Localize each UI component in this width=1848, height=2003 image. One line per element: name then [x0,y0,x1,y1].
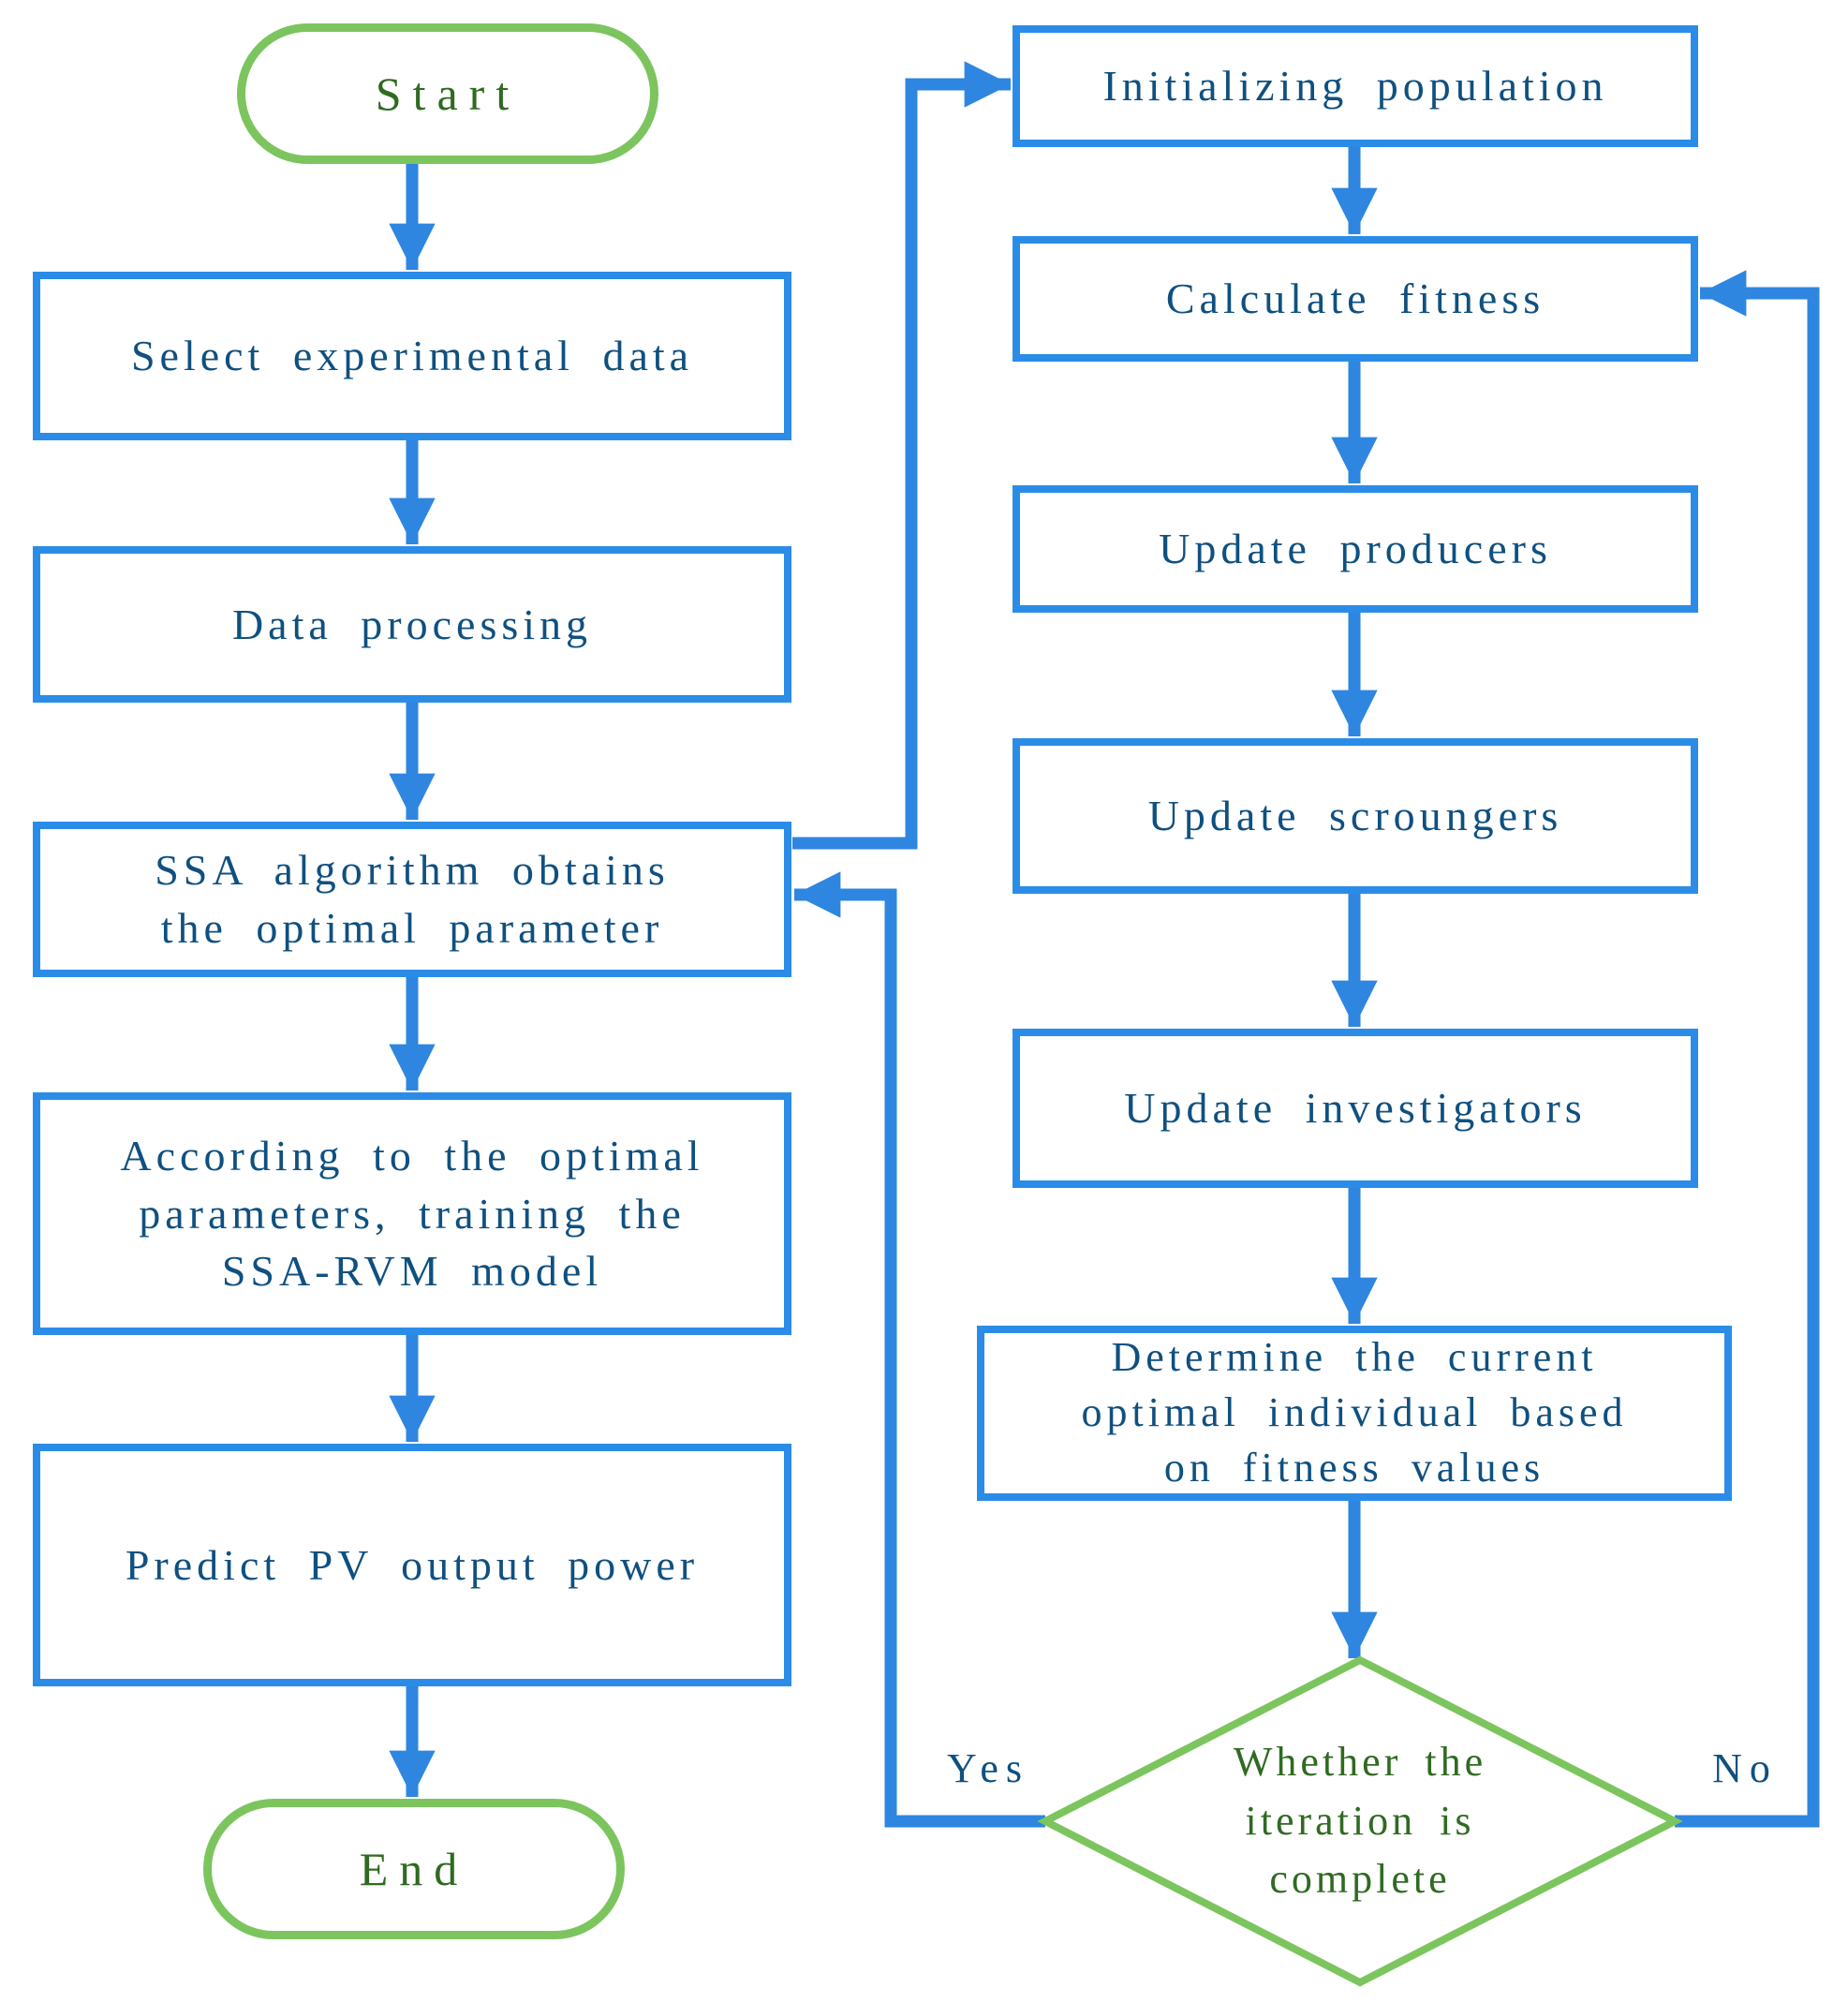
node-update-investigators: Update investigators [1013,1029,1698,1188]
node-update-producers: Update producers [1013,485,1698,613]
node-predict-pv-output-power: Predict PV output power [33,1444,791,1686]
node-start: Start [237,23,658,164]
node-update-scroungers: Update scroungers [1013,738,1698,894]
node-data-processing: Data processing [33,546,791,703]
node-calculate-fitness: Calculate fitness [1013,236,1698,362]
decision-label: Whether the iteration is complete [1233,1739,1487,1903]
node-determine-optimal-individual: Determine the current optimal individual… [977,1326,1732,1501]
node-end: End [203,1799,625,1939]
connector-decision-yes-to-ssa [794,871,1045,1828]
node-select-experimental-data: Select experimental data [33,272,791,440]
node-training-ssa-rvm-model: According to the optimal parameters, tra… [33,1092,791,1335]
branch-label-no: No [1712,1744,1778,1791]
node-initializing-population: Initializing population [1013,25,1698,147]
branch-label-yes: Yes [946,1744,1030,1791]
decision-diamond [1037,1655,1683,1987]
connector-ssa-to-initializing [792,61,1011,850]
node-ssa-algorithm: SSA algorithm obtains the optimal parame… [33,822,791,977]
connector-decision-no-to-calculate [1675,270,1820,1828]
